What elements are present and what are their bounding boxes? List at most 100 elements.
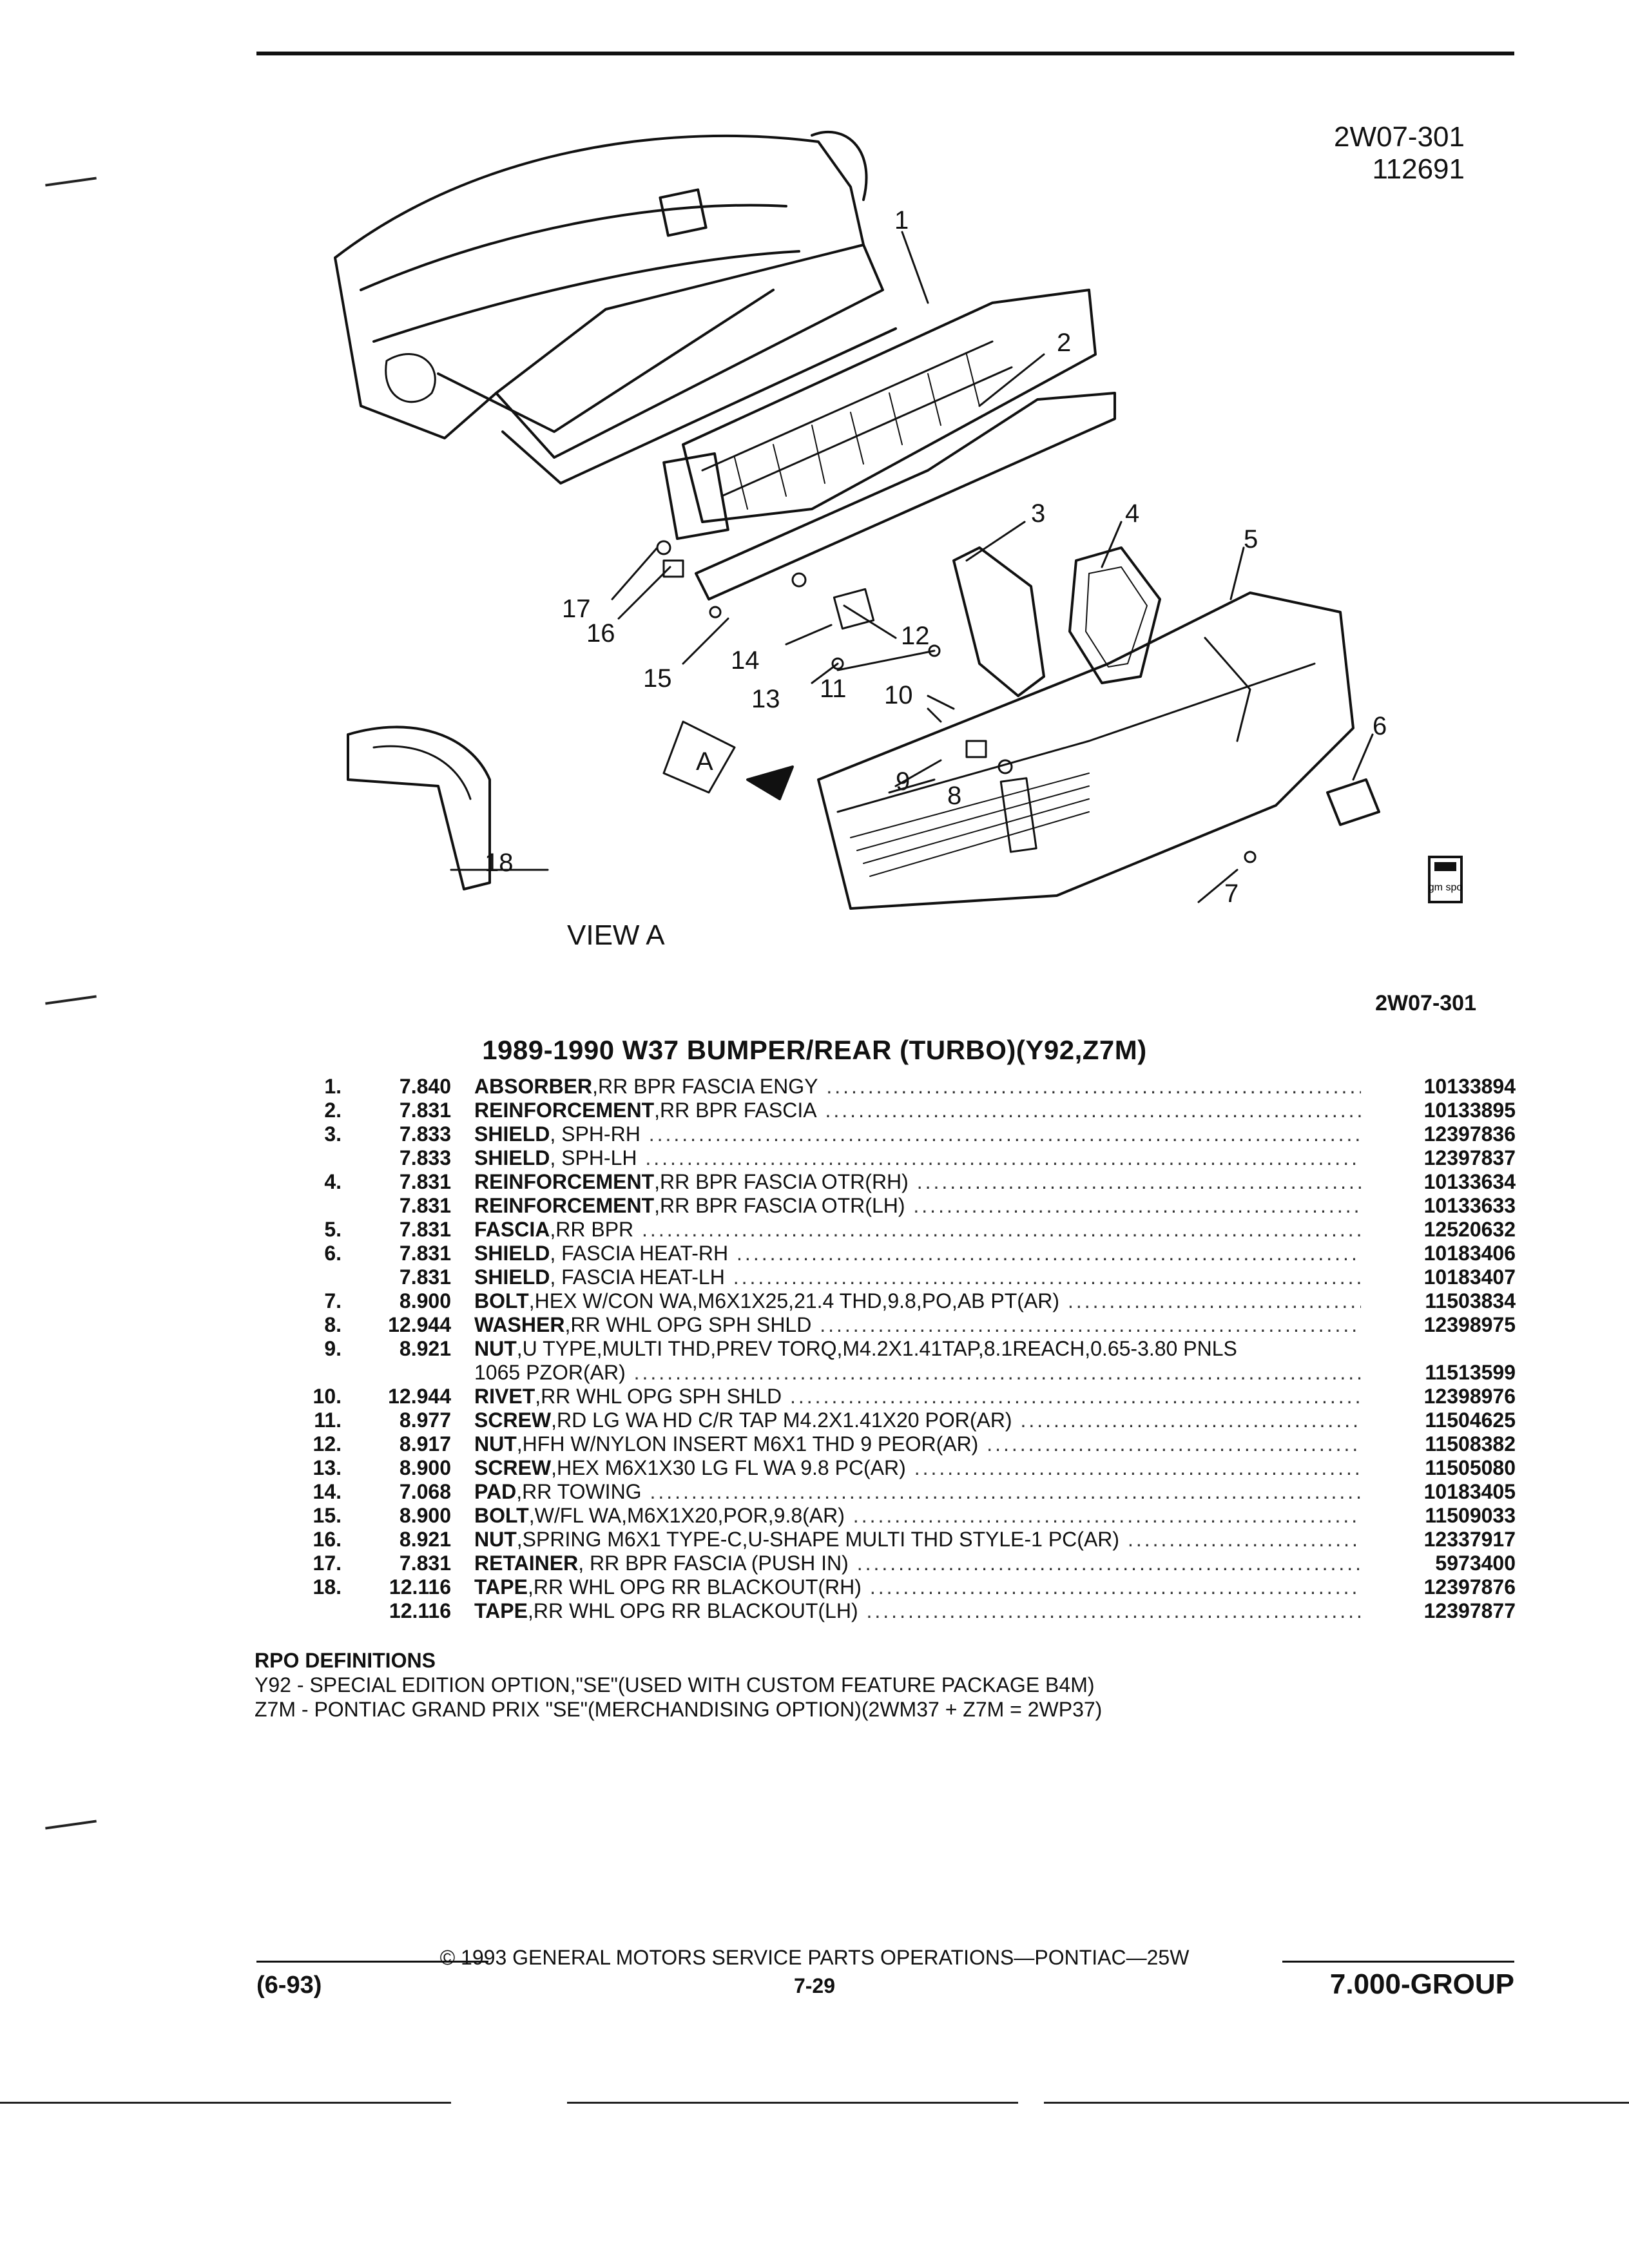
callout-15: 15 [643, 664, 672, 693]
group-number: 12.116 [389, 1575, 451, 1599]
bottom-rule [0, 2102, 451, 2104]
part-detail: ,RR BPR FASCIA ENGY [592, 1075, 818, 1098]
part-name: SHIELD [474, 1122, 550, 1146]
view-a-label: VIEW A [567, 919, 665, 951]
part-description: SCREW,RD LG WA HD C/R TAP M4.2X1.41X20 P… [474, 1408, 1361, 1432]
item-number: 13. [313, 1456, 342, 1479]
part-number: 11504625 [1425, 1408, 1516, 1432]
item-number: 12. [313, 1432, 342, 1456]
fasteners-illustration [656, 540, 1257, 863]
callout-16: 16 [586, 619, 615, 648]
dot-leader: ........................................… [733, 1265, 1361, 1289]
dot-leader: ........................................… [820, 1313, 1361, 1336]
group-number: 7.831 [399, 1218, 451, 1241]
top-rule [256, 52, 1514, 55]
item-number: 16. [313, 1528, 342, 1551]
part-description: RIVET,RR WHL OPG SPH SHLD ..............… [474, 1385, 1361, 1408]
part-name: REINFORCEMENT [474, 1170, 655, 1193]
view-a-marker: A [696, 747, 713, 776]
part-detail: ,RR BPR [550, 1218, 634, 1241]
part-number: 12337917 [1423, 1528, 1516, 1551]
part-detail: , FASCIA HEAT-RH [550, 1242, 729, 1265]
dot-leader: ........................................… [737, 1242, 1361, 1265]
part-name: REINFORCEMENT [474, 1099, 655, 1122]
part-description: BOLT,W/FL WA,M6X1X20,POR,9.8(AR) .......… [474, 1504, 1361, 1528]
dot-leader: ........................................… [1067, 1289, 1361, 1312]
part-description: SHIELD, SPH-RH .........................… [474, 1122, 1361, 1146]
callout-3: 3 [1031, 499, 1045, 528]
part-description: TAPE,RR WHL OPG RR BLACKOUT(RH) ........… [474, 1575, 1361, 1599]
part-number: 11505080 [1425, 1456, 1516, 1479]
group-number: 8.900 [399, 1504, 451, 1527]
item-number: 18. [313, 1575, 342, 1599]
parts-row: 18. 12.116 TAPE,RR WHL OPG RR BLACKOUT(RH)… [284, 1575, 1516, 1599]
callout-18: 18 [485, 849, 514, 877]
callout-10: 10 [884, 681, 913, 709]
margin-mark [45, 177, 97, 187]
group-number: 7.831 [399, 1170, 451, 1193]
part-detail: ,RR WHL OPG SPH SHLD [564, 1313, 812, 1336]
dot-leader: ........................................… [1020, 1408, 1361, 1432]
view-a-inset [347, 720, 794, 890]
parts-row: 1065 PZOR(AR) ..........................… [284, 1361, 1516, 1385]
dot-leader: ........................................… [1127, 1528, 1361, 1551]
part-detail: ,RR BPR FASCIA OTR(RH) [654, 1170, 909, 1193]
callout-7: 7 [1224, 879, 1239, 908]
part-number: 12397877 [1423, 1599, 1516, 1622]
dot-leader: ........................................… [916, 1170, 1361, 1193]
callout-11: 11 [820, 675, 847, 703]
svg-text:gm spo: gm spo [1429, 882, 1463, 893]
callout-14: 14 [731, 646, 760, 675]
bottom-rule [567, 2102, 1018, 2104]
item-number: 6. [324, 1242, 342, 1265]
gm-spo-badge-icon: gm spo [1428, 856, 1463, 903]
part-description: SHIELD, FASCIA HEAT-RH .................… [474, 1242, 1361, 1265]
part-description: BOLT,HEX W/CON WA,M6X1X25,21.4 THD,9.8,P… [474, 1289, 1361, 1313]
rpo-definitions: RPO DEFINITIONS Y92 - SPECIAL EDITION OP… [255, 1648, 1102, 1722]
part-description: SHIELD, FASCIA HEAT-LH .................… [474, 1265, 1361, 1289]
margin-mark [45, 1820, 97, 1830]
dot-leader: ........................................… [825, 1099, 1362, 1122]
diagram-date-code: 112691 [1372, 153, 1465, 185]
part-detail: , SPH-RH [550, 1122, 641, 1146]
callout-leaders [450, 231, 1374, 903]
part-detail: ,RR BPR FASCIA OTR(LH) [654, 1194, 905, 1217]
part-detail: ,HFH W/NYLON INSERT M6X1 THD 9 PEOR(AR) [516, 1432, 979, 1456]
part-name: SHIELD [474, 1265, 550, 1289]
callout-9: 9 [896, 767, 910, 796]
group-number: 7.831 [399, 1099, 451, 1122]
part-name: RIVET [474, 1385, 535, 1408]
item-number: 1. [324, 1075, 342, 1098]
exploded-parts-diagram: 1 2 3 4 5 6 7 8 9 10 11 12 13 14 15 16 1… [334, 131, 1463, 951]
part-name: TAPE [474, 1575, 528, 1599]
part-name: BOLT [474, 1289, 529, 1312]
dot-leader: ........................................… [853, 1504, 1361, 1527]
section-title: 1989-1990 W37 BUMPER/REAR (TURBO)(Y92,Z7… [482, 1035, 1147, 1065]
group-number: 7.840 [399, 1075, 451, 1098]
part-description: NUT,SPRING M6X1 TYPE-C,U-SHAPE MULTI THD… [474, 1528, 1361, 1552]
part-number: 10133634 [1423, 1170, 1516, 1193]
part-number: 10183405 [1423, 1480, 1516, 1503]
part-detail: , FASCIA HEAT-LH [550, 1265, 725, 1289]
part-description: REINFORCEMENT,RR BPR FASCIA OTR(RH) ....… [474, 1170, 1361, 1194]
part-number: 12397876 [1423, 1575, 1516, 1599]
part-description: RETAINER, RR BPR FASCIA (PUSH IN) ......… [474, 1552, 1361, 1575]
group-number: 7.833 [399, 1122, 451, 1146]
group-number: 7.831 [399, 1194, 451, 1217]
rpo-line-z7m: Z7M - PONTIAC GRAND PRIX "SE"(MERCHANDIS… [255, 1698, 1103, 1721]
item-number: 7. [324, 1289, 342, 1312]
part-number: 11508382 [1425, 1432, 1516, 1456]
part-description: NUT,U TYPE,MULTI THD,PREV TORQ,M4.2X1.41… [474, 1337, 1361, 1361]
callout-8: 8 [947, 782, 961, 810]
part-name: PAD [474, 1480, 517, 1503]
part-number: 10133895 [1423, 1099, 1516, 1122]
item-number: 14. [313, 1480, 342, 1503]
